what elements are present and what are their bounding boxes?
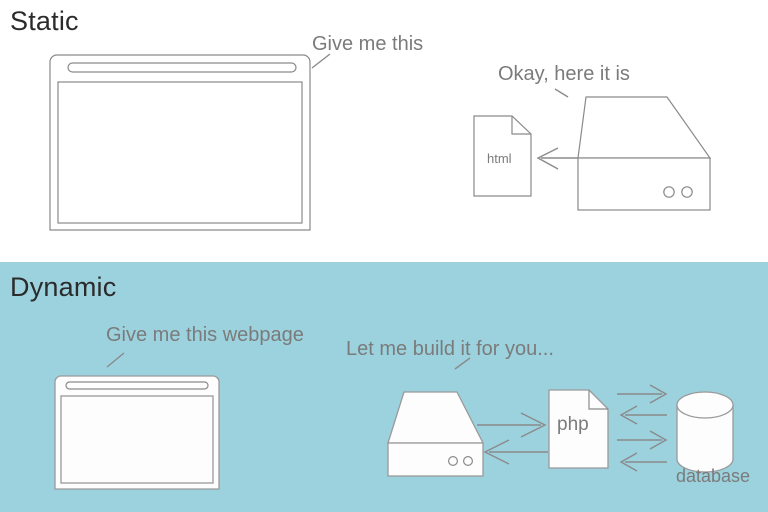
database-label: database (676, 466, 751, 486)
php-file-label: php (557, 414, 589, 435)
section-title-static: Static (10, 6, 79, 36)
callout-static-browser: Give me this (312, 33, 424, 55)
callout-dynamic-browser: Give me this webpage (106, 324, 304, 346)
callout-static-server: Okay, here it is (498, 63, 630, 85)
callout-dynamic-server: Let me build it for you... (346, 338, 554, 360)
html-file-label: html (487, 151, 512, 166)
section-title-dynamic: Dynamic (10, 272, 117, 302)
